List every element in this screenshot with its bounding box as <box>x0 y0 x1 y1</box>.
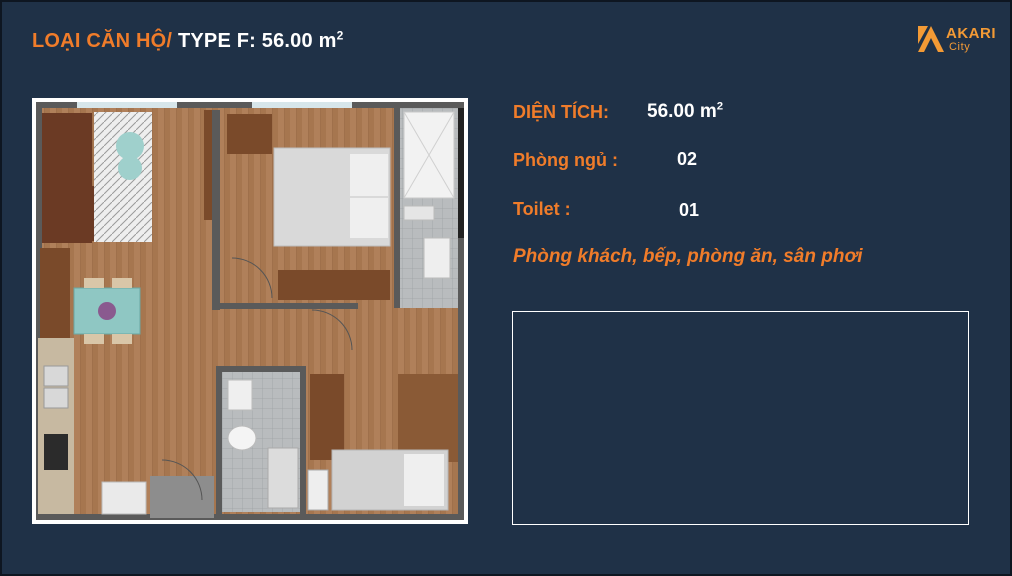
area-value-row: 56.00 m2 <box>647 101 723 123</box>
rooms-list: Phòng khách, bếp, phòng ăn, sân phơi <box>513 246 863 267</box>
kitchen-sink <box>43 387 69 409</box>
flower-vase <box>98 302 116 320</box>
bedrooms-value-row: 02 <box>677 149 697 170</box>
chair <box>112 334 132 344</box>
shower-glass <box>267 447 299 509</box>
toilet-label: Toilet : <box>513 199 571 219</box>
page-title: LOẠI CĂN HỘ/ TYPE F: 56.00 m2 <box>32 28 344 53</box>
wardrobe <box>310 374 344 460</box>
kitchen-counter <box>40 248 70 338</box>
pillow <box>350 198 388 238</box>
area-row: DIỆN TÍCH: <box>513 102 609 123</box>
wardrobe <box>227 114 272 154</box>
cabinet <box>204 110 212 220</box>
sink <box>403 205 435 221</box>
logo-mark-icon <box>918 26 944 52</box>
window <box>77 102 177 108</box>
bedrooms-value: 02 <box>677 149 698 169</box>
pillow <box>404 454 444 506</box>
title-type-area: TYPE F: 56.00 m2 <box>177 28 344 52</box>
title-unit-type: LOẠI CĂN HỘ/ <box>32 30 173 52</box>
chair <box>84 334 104 344</box>
bedrooms-row: Phòng ngủ : <box>513 150 618 171</box>
toilet-value-row: 01 <box>679 200 699 221</box>
kitchen-sink <box>43 365 69 387</box>
window <box>252 102 352 108</box>
toilet <box>227 425 257 451</box>
laundry-balcony <box>150 476 214 518</box>
cooktop <box>44 434 68 470</box>
bathroom-sink <box>227 379 253 411</box>
title-type-text: TYPE F: 56.00 m <box>177 30 337 52</box>
area-value: 56.00 m2 <box>647 101 723 122</box>
area-label: DIỆN TÍCH: <box>513 102 609 122</box>
fridge <box>101 481 147 515</box>
washer <box>423 237 451 279</box>
logo-sub: City <box>949 41 971 53</box>
chair <box>84 278 104 288</box>
empty-frame <box>512 311 969 525</box>
area-number: 56.00 m <box>647 101 717 122</box>
cabinet <box>398 374 458 462</box>
pillow <box>350 154 388 196</box>
floor-plan-drawing <box>36 102 464 520</box>
chair <box>112 278 132 288</box>
floor-plan-image <box>32 98 468 524</box>
kitchen-counter <box>38 338 74 514</box>
logo-name: AKARI <box>946 25 996 42</box>
title-superscript: 2 <box>336 28 344 43</box>
window-glass <box>307 469 329 511</box>
brand-logo: AKARI City <box>918 24 1010 56</box>
side-table <box>116 132 144 160</box>
toilet-value: 01 <box>679 200 700 220</box>
desk <box>278 270 390 300</box>
bedrooms-label: Phòng ngủ : <box>513 150 618 170</box>
area-superscript: 2 <box>716 100 724 113</box>
side-table <box>118 156 142 180</box>
toilet-row: Toilet : <box>513 199 571 220</box>
